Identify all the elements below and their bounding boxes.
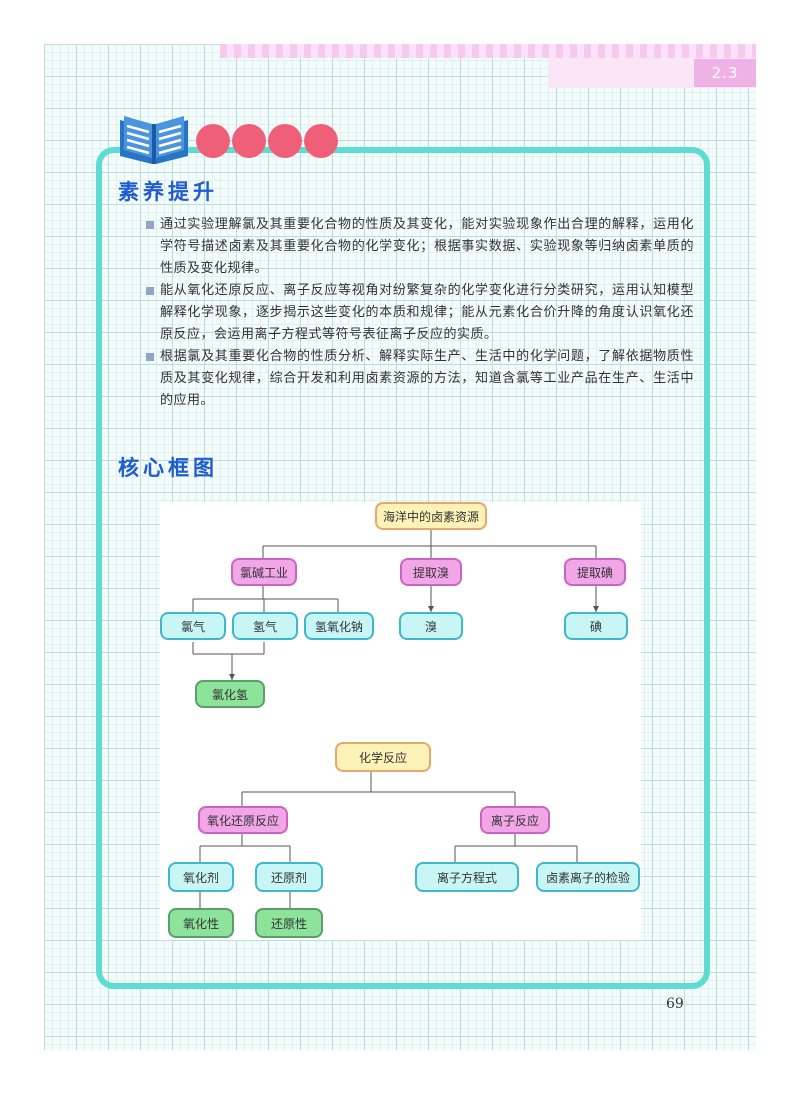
decor-dot xyxy=(304,124,338,158)
framework-heading: 核心框图 xyxy=(118,456,218,480)
node-oxidizing-property: 氧化性 xyxy=(168,908,234,938)
header-stripe xyxy=(220,44,756,58)
section-badge: 2.3 xyxy=(694,59,756,87)
node-reducing-property: 还原性 xyxy=(255,908,323,938)
literacy-item: 能从氧化还原反应、离子反应等视角对纷繁复杂的化学变化进行分类研究，运用认知模型解… xyxy=(146,280,694,346)
node-hydrogen: 氢气 xyxy=(232,612,298,640)
literacy-item: 根据氯及其重要化合物的性质分析、解释实际生产、生活中的化学问题，了解依据物质性质… xyxy=(146,346,694,412)
node-ionic-equation: 离子方程式 xyxy=(415,862,519,892)
decor-dot xyxy=(196,124,230,158)
node-ocean-halogen: 海洋中的卤素资源 xyxy=(375,502,487,530)
open-book-icon xyxy=(120,116,188,164)
node-ionic-reaction: 离子反应 xyxy=(480,806,550,834)
literacy-heading: 素养提升 xyxy=(118,180,218,204)
node-chemical-reaction: 化学反应 xyxy=(335,742,431,772)
node-halide-ion-test: 卤素离子的检验 xyxy=(536,862,640,892)
node-iodine: 碘 xyxy=(564,612,628,640)
diagram-connectors xyxy=(192,530,599,908)
node-reductant: 还原剂 xyxy=(255,862,323,892)
node-extract-iodine: 提取碘 xyxy=(564,558,626,586)
node-extract-bromine: 提取溴 xyxy=(400,558,462,586)
node-sodium-hydroxide: 氢氧化钠 xyxy=(304,612,374,640)
decor-dot xyxy=(232,124,266,158)
node-hydrogen-chloride: 氯化氢 xyxy=(195,680,265,708)
decor-dot xyxy=(268,124,302,158)
node-chlor-alkali: 氯碱工业 xyxy=(231,558,297,586)
node-redox-reaction: 氧化还原反应 xyxy=(198,806,288,834)
literacy-list: 通过实验理解氯及其重要化合物的性质及其变化，能对实验现象作出合理的解释，运用化学… xyxy=(146,214,694,412)
page-number: 69 xyxy=(666,996,684,1012)
framework-diagram: 海洋中的卤素资源 氯碱工业 提取溴 提取碘 氯气 氢气 氢氧化钠 溴 碘 氯化氢… xyxy=(160,502,641,940)
node-chlorine: 氯气 xyxy=(160,612,226,640)
node-oxidant: 氧化剂 xyxy=(168,862,234,892)
node-bromine: 溴 xyxy=(399,612,463,640)
literacy-item: 通过实验理解氯及其重要化合物的性质及其变化，能对实验现象作出合理的解释，运用化学… xyxy=(146,214,694,280)
content-frame xyxy=(96,147,710,989)
